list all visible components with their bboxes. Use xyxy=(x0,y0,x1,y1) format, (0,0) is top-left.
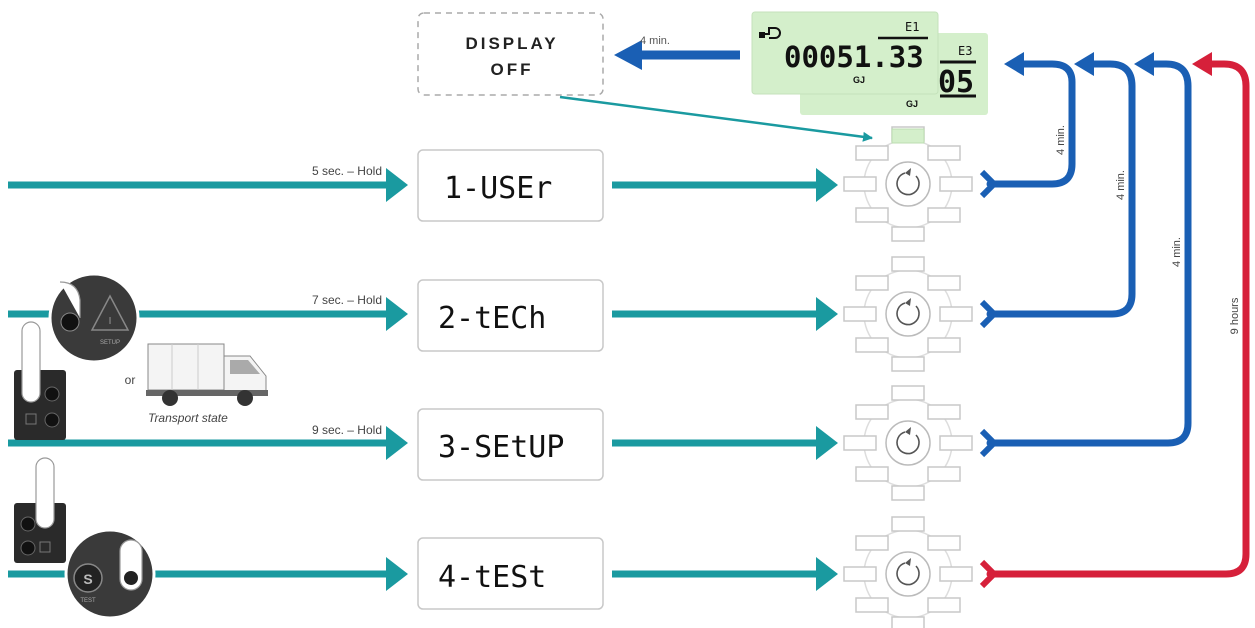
hold-label-2: 7 sec. – Hold xyxy=(312,293,382,307)
lcd-main-value: 00051.33 xyxy=(784,40,924,74)
menu-code-1: 1-USEr xyxy=(444,171,552,206)
menu-code-2: 2-tECh xyxy=(438,301,546,336)
lcd-main-register: E1 xyxy=(905,20,919,34)
menu-code-4: 4-tESt xyxy=(438,560,546,595)
rotate-icon xyxy=(896,172,920,196)
menu-box-4 xyxy=(417,537,604,610)
display-timeout-label: 4 min. xyxy=(640,35,670,47)
setup-key-label: SETUP xyxy=(100,340,120,346)
lcd-back-value: 05 xyxy=(938,65,974,100)
lcd-main-panel: E1 00051.33 GJ xyxy=(751,11,939,95)
menu-box-1 xyxy=(417,149,604,222)
setup-finger xyxy=(21,321,41,403)
display-off-box: DISPLAY OFF xyxy=(417,12,604,96)
transport-state-label: Transport state xyxy=(148,411,228,425)
return-loops xyxy=(986,60,1250,578)
return-label-2: 4 min. xyxy=(1115,170,1127,200)
menu-wheel-3 xyxy=(843,385,973,501)
or-label: or xyxy=(125,373,136,387)
truck-icon xyxy=(146,343,268,406)
setup-device-illustration: I SETUP xyxy=(14,272,140,440)
return-loop-4 xyxy=(986,60,1250,578)
test-finger xyxy=(35,457,55,529)
rotate-icon xyxy=(896,562,920,586)
menu-box-2 xyxy=(417,279,604,352)
return-loop-2 xyxy=(986,60,1136,318)
display-off-line1: DISPLAY xyxy=(465,34,558,53)
lcd-main-unit: GJ xyxy=(853,75,865,85)
return-label-3: 4 min. xyxy=(1171,237,1183,267)
active-menu-segment xyxy=(891,128,925,144)
menu-box-3 xyxy=(417,408,604,481)
svg-text:I: I xyxy=(109,316,112,327)
hold-label-3: 9 sec. – Hold xyxy=(312,423,382,437)
menu-wheel-1 xyxy=(843,126,973,242)
display-off-line2: OFF xyxy=(491,60,534,79)
svg-text:S: S xyxy=(83,571,92,587)
lcd-back-register: E3 xyxy=(958,44,972,58)
menu-wheel-2 xyxy=(843,256,973,372)
display-timeout-arrow: 4 min. xyxy=(614,35,740,70)
hold-label-1: 5 sec. – Hold xyxy=(312,164,382,178)
menu-code-3: 3-SEtUP xyxy=(438,430,564,465)
return-label-4: 9 hours xyxy=(1229,297,1241,334)
lcd-back-unit: GJ xyxy=(906,99,918,109)
display-wake-line xyxy=(559,95,873,142)
lcd-plug-icon xyxy=(760,27,781,39)
return-loop-1 xyxy=(986,60,1076,188)
rotate-icon xyxy=(896,431,920,455)
test-device-illustration: S TEST xyxy=(14,457,156,620)
test-key-label: TEST xyxy=(80,598,96,604)
menu-wheel-4 xyxy=(843,516,973,628)
rotate-icon xyxy=(896,302,920,326)
return-loop-3 xyxy=(986,60,1192,447)
return-label-1: 4 min. xyxy=(1055,125,1067,155)
